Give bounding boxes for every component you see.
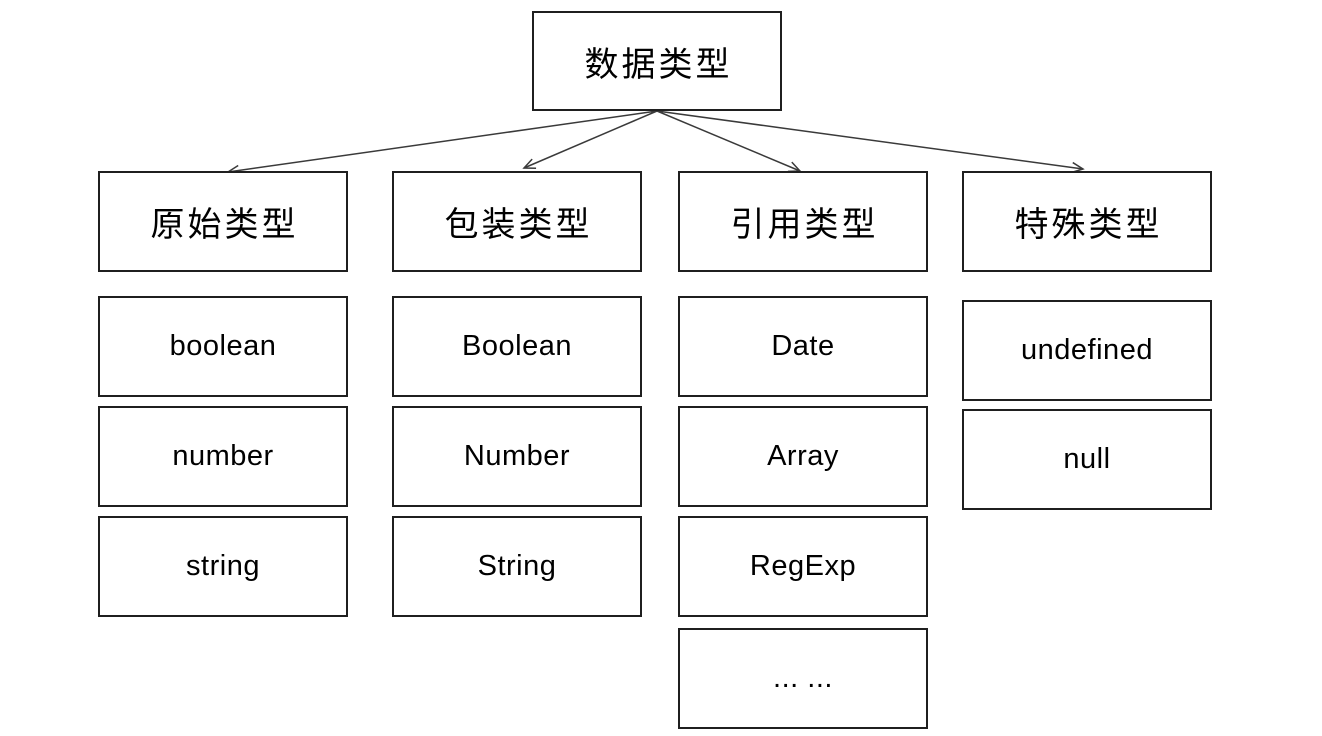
node-header-special-types: 特殊类型: [962, 171, 1212, 272]
edge-root-to-wrapper: [522, 110, 658, 170]
node-header-reference-types: 引用类型: [678, 171, 928, 272]
node-number-wrapper: Number: [392, 406, 642, 507]
node-date: Date: [678, 296, 928, 397]
node-undefined: undefined: [962, 300, 1212, 401]
node-ellipsis: ... ...: [678, 628, 928, 729]
node-string: string: [98, 516, 348, 617]
edge-root-to-primitive: [226, 110, 658, 177]
node-number: number: [98, 406, 348, 507]
node-array: Array: [678, 406, 928, 507]
edge-root-to-special: [656, 110, 1085, 174]
node-boolean-wrapper: Boolean: [392, 296, 642, 397]
node-header-wrapper-types: 包装类型: [392, 171, 642, 272]
edge-root-to-reference: [656, 110, 802, 173]
node-string-wrapper: String: [392, 516, 642, 617]
node-regexp: RegExp: [678, 516, 928, 617]
node-boolean: boolean: [98, 296, 348, 397]
node-null: null: [962, 409, 1212, 510]
node-root-data-types: 数据类型: [532, 11, 782, 111]
node-header-primitive-types: 原始类型: [98, 171, 348, 272]
